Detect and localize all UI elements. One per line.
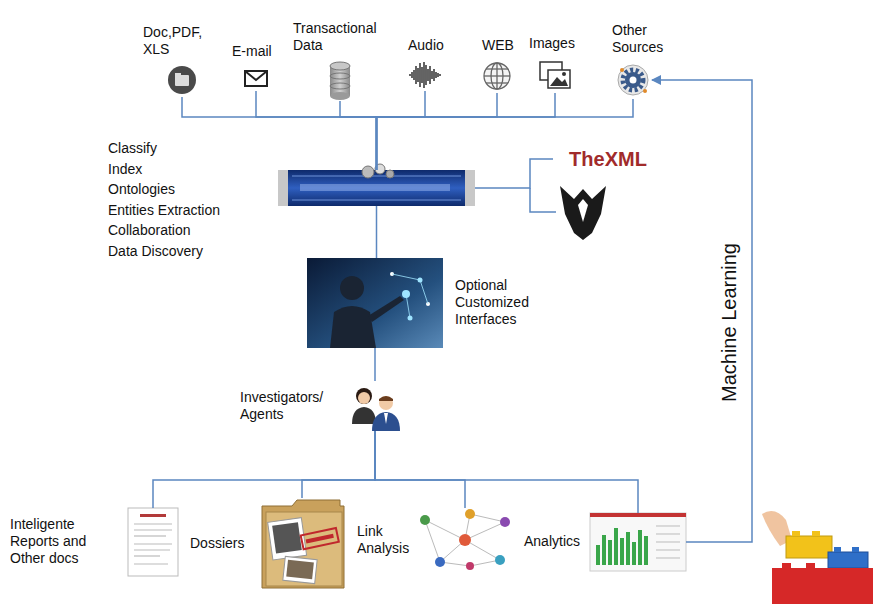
connector bbox=[475, 159, 553, 188]
warrior-logo bbox=[560, 186, 606, 240]
output-box: Analytics bbox=[590, 513, 686, 571]
edge-label: Machine Learning bbox=[718, 243, 741, 402]
connector bbox=[375, 431, 465, 508]
node-label: WEB bbox=[482, 37, 527, 54]
node-label: Analytics bbox=[524, 533, 588, 550]
people-box: Investigators/ Agents bbox=[348, 381, 402, 431]
source-icon: E-mail bbox=[243, 68, 269, 88]
node-label: Transactional Data bbox=[293, 20, 397, 54]
node-label: TheXML bbox=[553, 148, 663, 171]
output-box: Dossiers bbox=[258, 498, 346, 590]
connector bbox=[153, 431, 375, 508]
source-icon: Transactional Data bbox=[328, 62, 352, 98]
interface-box: Optional Customized Interfaces bbox=[307, 258, 443, 348]
analytics-screen bbox=[590, 513, 686, 571]
connector bbox=[377, 93, 556, 170]
dossier-folder bbox=[262, 500, 344, 588]
report-page bbox=[128, 508, 178, 576]
email-icon bbox=[245, 71, 267, 86]
node-label: E-mail bbox=[232, 43, 292, 60]
output-box: Link Analysis bbox=[415, 508, 515, 572]
node-label: Images bbox=[529, 35, 591, 52]
source-icon: Audio bbox=[408, 62, 442, 88]
function-item: Index bbox=[108, 161, 142, 178]
server-appliance bbox=[278, 164, 475, 206]
connector bbox=[376, 206, 378, 258]
node-label: Investigators/ Agents bbox=[240, 389, 344, 423]
function-item: Collaboration bbox=[108, 222, 191, 239]
function-item: Data Discovery bbox=[108, 243, 203, 260]
images-icon bbox=[540, 62, 570, 88]
node-label: Dossiers bbox=[190, 535, 254, 552]
source-icon: Other Sources bbox=[617, 64, 649, 96]
connector bbox=[377, 91, 426, 170]
connector bbox=[302, 431, 375, 498]
connector bbox=[652, 80, 752, 542]
network-picture bbox=[420, 509, 510, 570]
gear-icon bbox=[618, 65, 648, 95]
document-icon bbox=[168, 66, 196, 94]
connector bbox=[374, 348, 376, 381]
node-label: Optional Customized Interfaces bbox=[455, 277, 555, 328]
source-icon: WEB bbox=[483, 62, 511, 90]
node-label: Doc,PDF, XLS bbox=[143, 24, 215, 58]
source-icon: Doc,PDF, XLS bbox=[168, 66, 196, 94]
node-label: Other Sources bbox=[612, 22, 676, 56]
node-label: Inteligente Reports and Other docs bbox=[10, 516, 102, 567]
node-label: Audio bbox=[408, 37, 458, 54]
output-box: Inteligente Reports and Other docs bbox=[128, 508, 178, 576]
server-box: ClassifyIndexOntologiesEntities Extracti… bbox=[278, 170, 475, 206]
people-icon bbox=[352, 388, 400, 431]
audio-wave bbox=[410, 62, 440, 88]
connector bbox=[375, 431, 638, 513]
lego-picture bbox=[762, 511, 873, 604]
connector bbox=[377, 93, 498, 170]
node-label: Link Analysis bbox=[357, 523, 415, 557]
function-item: Entities Extraction bbox=[108, 202, 220, 219]
interface-picture bbox=[307, 258, 443, 348]
connector bbox=[182, 97, 377, 170]
function-item: Ontologies bbox=[108, 181, 175, 198]
logo-box: TheXML bbox=[553, 143, 663, 175]
logo-branch bbox=[530, 188, 556, 212]
globe-icon bbox=[484, 63, 510, 89]
connector bbox=[340, 101, 377, 170]
connector bbox=[256, 91, 377, 170]
function-item: Classify bbox=[108, 140, 157, 157]
source-icon: Images bbox=[538, 60, 572, 90]
database-icon bbox=[330, 62, 350, 100]
